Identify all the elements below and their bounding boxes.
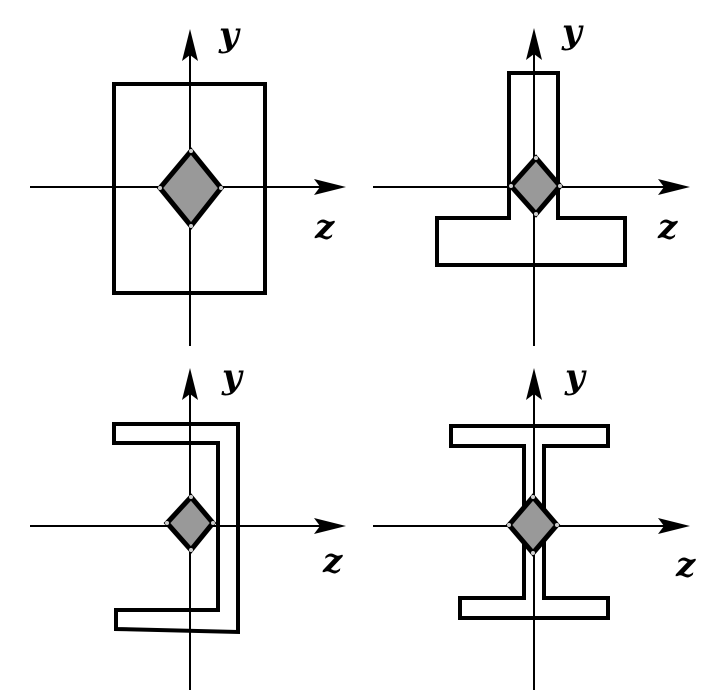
core-vertex-markers <box>165 495 215 552</box>
y-axis-label: y <box>221 357 244 397</box>
z-axis-arrowhead <box>314 518 346 534</box>
z-axis-label: z <box>322 541 343 581</box>
y-axis-label: y <box>218 15 241 55</box>
z-axis-arrowhead <box>314 179 346 195</box>
z-axis-label: z <box>675 545 696 585</box>
y-axis-label: y <box>561 12 584 52</box>
z-axis-arrowhead <box>658 518 690 534</box>
section-core-rhombus <box>507 154 564 218</box>
z-axis-arrowhead <box>658 179 690 195</box>
section-core-rhombus <box>505 493 561 557</box>
y-axis-arrowhead <box>182 29 198 61</box>
core-vertex-markers <box>509 156 562 216</box>
panel-rectangle: y z <box>30 15 346 346</box>
tee-outline <box>435 71 627 267</box>
y-axis-arrowhead <box>182 368 198 400</box>
y-axis-arrowhead <box>526 28 542 60</box>
z-axis-label: z <box>314 207 335 247</box>
section-core-rhombus <box>156 147 225 230</box>
core-vertex-markers <box>507 495 559 555</box>
i-beam-outline <box>449 424 610 620</box>
z-axis-label: z <box>657 207 678 247</box>
y-axis-label: y <box>564 357 587 397</box>
panel-i-beam: y z <box>373 357 696 690</box>
y-axis-arrowhead <box>526 368 542 400</box>
core-vertex-markers <box>158 149 223 228</box>
panel-channel: y z <box>30 357 346 690</box>
panel-tee: y z <box>373 12 690 346</box>
section-core-rhombus <box>163 493 217 554</box>
channel-outline <box>112 422 240 635</box>
